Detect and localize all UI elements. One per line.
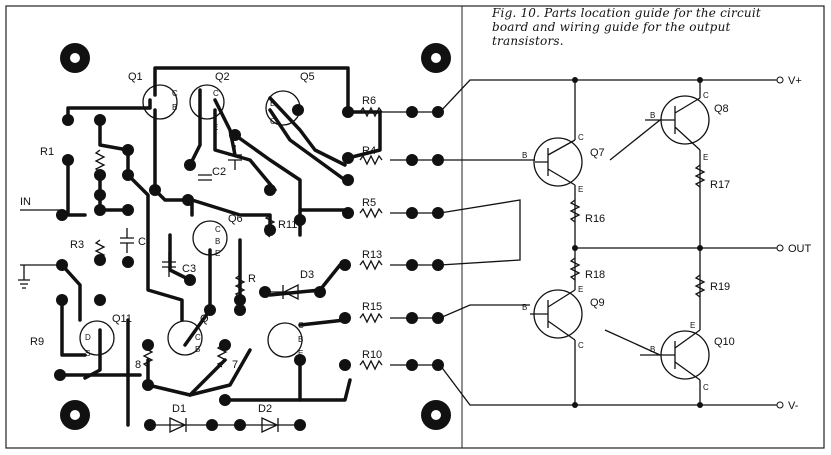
svg-text:S: S [85,349,90,358]
mounting-holes [60,43,451,430]
svg-text:C: C [195,333,201,342]
svg-text:E: E [703,153,708,162]
svg-text:B: B [215,237,220,246]
label-r15: R15 [362,301,382,313]
label-q8: Q8 [714,103,729,115]
label-c2: C2 [212,166,226,178]
svg-text:C: C [270,117,276,126]
label-r16: R16 [585,213,605,225]
svg-text:B: B [172,103,177,112]
svg-text:B: B [298,335,303,344]
svg-text:B: B [650,111,655,120]
output-labels: Q7 Q8 Q9 Q10 R16 R17 R18 R19 V+ OUT V- [585,75,812,412]
label-d1: D1 [172,403,186,415]
label-r19: R19 [710,281,730,293]
label-q6: Q6 [228,213,243,225]
label-d2: D2 [258,403,272,415]
label-in: IN [20,196,31,208]
svg-text:B: B [195,345,200,354]
svg-text:E: E [578,185,583,194]
svg-text:C: C [578,133,584,142]
label-q10: Q10 [714,336,735,348]
pin-labels: C B C E B C C B E D S C B C B E B C E B … [85,89,709,392]
svg-text:C: C [703,383,709,392]
caption-line-1: Fig. 10. Parts location guide for the ci… [492,6,761,20]
board-transistors [79,84,303,358]
label-r1: R1 [40,146,54,158]
svg-text:E: E [690,321,695,330]
label-out: OUT [788,243,812,255]
label-r18: R18 [585,269,605,281]
label-q1: Q1 [128,71,143,83]
label-q7: Q7 [590,147,605,159]
label-q9: Q9 [590,297,605,309]
label-c3: C3 [182,263,196,275]
label-vminus: V- [788,400,799,412]
svg-text:B: B [650,345,655,354]
figure-caption: Fig. 10. Parts location guide for the ci… [492,6,812,48]
svg-text:C: C [172,89,178,98]
label-r8: 8 [135,359,141,371]
label-r11: R11 [278,219,297,231]
label-r12: R [248,273,256,285]
label-r3: R3 [70,239,84,251]
svg-text:D: D [85,333,91,342]
label-q2: Q2 [215,71,230,83]
svg-text:B: B [522,303,527,312]
caption-line-3: transistors. [492,34,564,48]
label-vplus: V+ [788,75,802,87]
svg-text:E: E [213,123,218,132]
svg-text:C: C [703,91,709,100]
svg-text:C: C [298,321,304,330]
svg-text:C: C [578,341,584,350]
board-outline [5,6,463,448]
label-r9: R9 [30,336,44,348]
label-q4: Q [200,313,209,325]
svg-text:E: E [215,249,220,258]
svg-text:E: E [578,285,583,294]
pcb-traces [58,66,382,427]
caption-line-2: board and wiring guide for the output [492,20,731,34]
label-r4: R4 [362,145,376,157]
label-c1: C [138,236,146,248]
label-r7: 7 [232,359,238,371]
svg-text:E: E [298,349,303,358]
label-r10: R10 [362,349,382,361]
label-r6: R6 [362,95,376,107]
svg-text:C: C [215,225,221,234]
svg-text:B: B [522,151,527,160]
label-q11: Q11 [112,313,132,325]
svg-text:B: B [270,99,275,108]
label-d3: D3 [300,269,314,281]
output-transistors [530,76,784,409]
svg-text:C: C [213,89,219,98]
board-labels: Q1 Q2 Q5 Q6 Q11 Q R1 R3 R6 R4 R5 R13 R15… [20,71,382,415]
label-r5: R5 [362,197,376,209]
board-capacitors [120,145,242,277]
label-q5: Q5 [300,71,315,83]
solder-pads [54,104,444,431]
label-r17: R17 [710,179,730,191]
label-r13: R13 [362,249,382,261]
